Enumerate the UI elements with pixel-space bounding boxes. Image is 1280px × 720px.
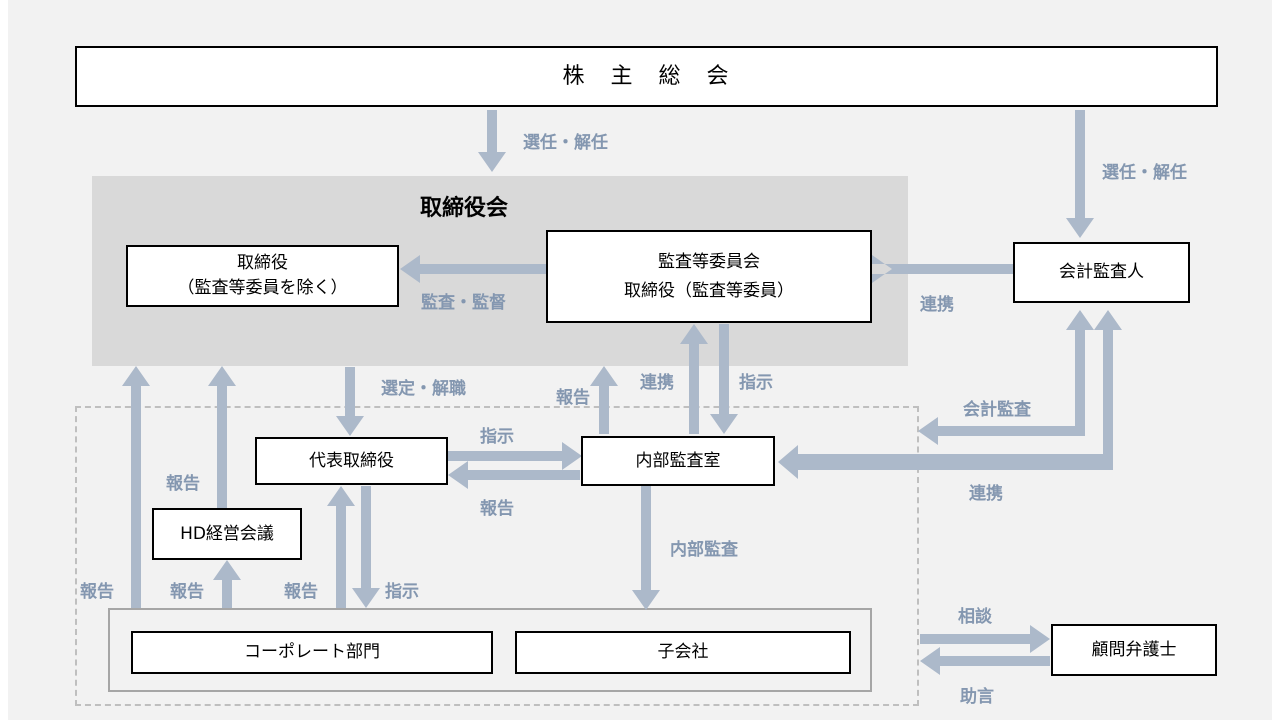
arrow-audit-to-directors — [400, 255, 546, 283]
shareholders-meeting-label: 株 主 総 会 — [562, 63, 731, 89]
arrow-corporate-to-hd — [213, 560, 241, 608]
subsidiaries-label: 子会社 — [657, 642, 709, 663]
label-cooperation-internal: 連携 — [969, 484, 1003, 504]
arrow-internal-to-representative — [448, 461, 580, 489]
label-instruction-rep: 指示 — [480, 427, 514, 447]
audit-committee-label-line1: 監査等委員会 — [658, 251, 760, 272]
arrow-corporate-to-board-left — [122, 366, 150, 608]
label-instruction-ac: 指示 — [739, 373, 773, 393]
arrow-consultation — [920, 625, 1050, 653]
corporate-dept-box: コーポレート部門 — [131, 631, 493, 674]
label-select-dismiss: 選定・解職 — [381, 379, 466, 399]
arrow-auditor-accounting-audit — [918, 310, 1094, 445]
audit-committee-box: 監査等委員会 取締役（監査等委員） — [546, 230, 872, 323]
arrow-advice — [920, 647, 1050, 675]
label-appoint-dismiss-board: 選任・解任 — [523, 133, 608, 153]
directors-label-line2: （監査等委員を除く） — [177, 278, 348, 298]
legal-advisor-label: 顧問弁護士 — [1091, 639, 1177, 660]
label-report-hd: 報告 — [166, 474, 200, 494]
representative-director-box: 代表取締役 — [255, 437, 448, 485]
arrow-representative-to-internal — [448, 442, 582, 470]
corporate-dept-label: コーポレート部門 — [244, 642, 380, 663]
internal-audit-office-box: 内部監査室 — [581, 436, 775, 486]
shareholders-meeting-box: 株 主 総 会 — [75, 46, 1218, 107]
directors-label-line1: 取締役 — [237, 253, 288, 274]
arrow-internal-to-subsidiaries — [632, 486, 660, 610]
label-cooperation-auditor: 連携 — [920, 295, 954, 315]
arrow-corporate-to-representative — [327, 486, 355, 608]
legal-advisor-box: 顧問弁護士 — [1051, 624, 1217, 676]
label-report-corp-rep: 報告 — [284, 582, 318, 602]
arrow-internal-auditor-cooperation — [778, 310, 1122, 479]
representative-director-label: 代表取締役 — [309, 450, 394, 471]
hd-meeting-box: HD経営会議 — [152, 508, 302, 560]
audit-committee-label-line2: 取締役（監査等委員） — [624, 280, 794, 301]
label-accounting-audit: 会計監査 — [963, 400, 1031, 420]
internal-audit-office-label: 内部監査室 — [635, 450, 721, 471]
board-title: 取締役会 — [420, 196, 509, 221]
arrow-shareholders-to-auditor — [1066, 110, 1094, 238]
accounting-auditor-label: 会計監査人 — [1059, 262, 1144, 283]
label-report-corp-hd: 報告 — [170, 582, 204, 602]
label-consultation: 相談 — [958, 607, 992, 627]
accounting-auditor-box: 会計監査人 — [1013, 242, 1190, 303]
label-appoint-dismiss-auditor: 選任・解任 — [1102, 163, 1187, 183]
arrow-audit-auditor-bidirectional — [872, 255, 1035, 283]
arrow-shareholders-to-board — [478, 110, 506, 172]
subsidiaries-box: 子会社 — [515, 631, 851, 674]
group-boundary — [75, 406, 919, 706]
arrow-audit-to-internal — [710, 324, 738, 434]
arrow-internal-to-audit — [680, 324, 708, 434]
label-audit-supervision: 監査・監督 — [421, 293, 506, 313]
arrow-board-to-representative — [336, 367, 364, 436]
label-instruction-corp: 指示 — [385, 582, 419, 602]
label-report-board: 報告 — [556, 388, 590, 408]
hd-meeting-label: HD経営会議 — [180, 523, 274, 544]
label-report-rep: 報告 — [480, 499, 514, 519]
arrow-hd-to-board — [208, 366, 236, 508]
arrow-representative-to-corporate — [352, 486, 380, 608]
label-advice: 助言 — [960, 687, 994, 707]
label-internal-audit: 内部監査 — [670, 540, 738, 560]
label-cooperation-ac: 連携 — [640, 373, 674, 393]
arrow-internal-to-board — [590, 366, 618, 434]
label-report-left: 報告 — [80, 582, 114, 602]
directors-box: 取締役 （監査等委員を除く） — [126, 245, 399, 307]
